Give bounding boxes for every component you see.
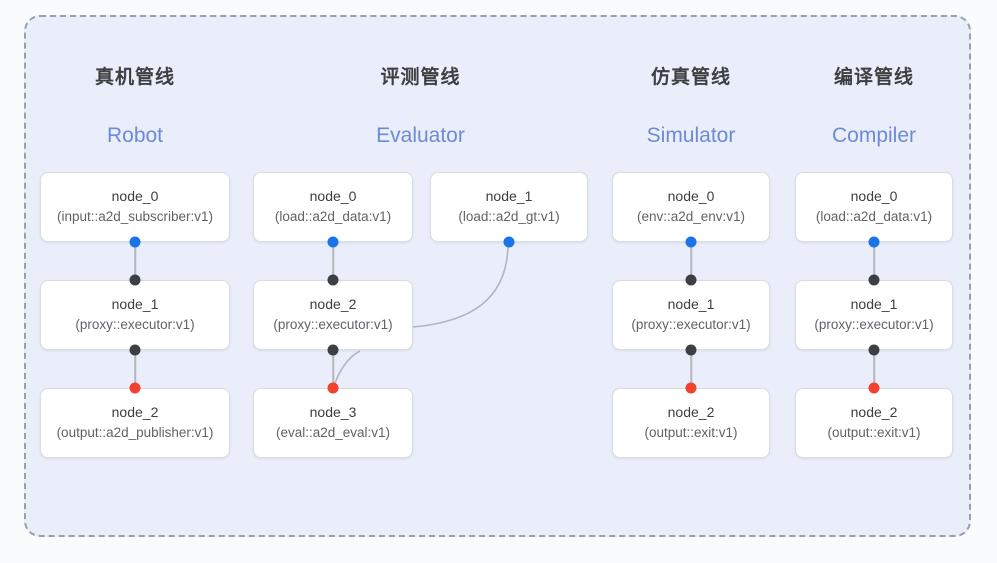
- port-out-evaluator-1-gt[interactable]: [503, 236, 515, 248]
- node-title: node_0: [309, 188, 357, 205]
- node-subtitle: (output::exit:v1): [827, 424, 921, 440]
- node-subtitle: (load::a2d_data:v1): [274, 208, 392, 224]
- port-out-evaluator-2[interactable]: [327, 344, 339, 356]
- node-title: node_0: [850, 188, 898, 205]
- node-simulator-2[interactable]: node_2 (output::exit:v1): [612, 388, 770, 458]
- column-title-en-robot: Robot: [106, 124, 164, 147]
- port-out-compiler-0[interactable]: [868, 236, 880, 248]
- port-in-simulator-1[interactable]: [685, 274, 697, 286]
- node-title: node_1: [850, 296, 898, 313]
- edge-robot-0-1: [134, 242, 136, 282]
- pipeline-overview-panel: [24, 15, 971, 537]
- edge-simulator-0-1: [690, 242, 692, 282]
- port-out-compiler-1[interactable]: [868, 344, 880, 356]
- node-simulator-0[interactable]: node_0 (env::a2d_env:v1): [612, 172, 770, 242]
- node-subtitle: (eval::a2d_eval:v1): [275, 424, 391, 440]
- node-robot-2[interactable]: node_2 (output::a2d_publisher:v1): [40, 388, 230, 458]
- column-title-en-evaluator: Evaluator: [376, 124, 465, 147]
- node-compiler-2[interactable]: node_2 (output::exit:v1): [795, 388, 953, 458]
- port-in-compiler-1[interactable]: [868, 274, 880, 286]
- node-title: node_2: [309, 296, 357, 313]
- node-compiler-0[interactable]: node_0 (load::a2d_data:v1): [795, 172, 953, 242]
- node-simulator-1[interactable]: node_1 (proxy::executor:v1): [612, 280, 770, 350]
- port-in-compiler-2[interactable]: [868, 382, 880, 394]
- column-title-en-compiler: Compiler: [831, 124, 917, 147]
- node-evaluator-3[interactable]: node_3 (eval::a2d_eval:v1): [253, 388, 413, 458]
- port-out-evaluator-0[interactable]: [327, 236, 339, 248]
- port-in-robot-1[interactable]: [129, 274, 141, 286]
- node-title: node_2: [111, 404, 159, 421]
- node-subtitle: (load::a2d_gt:v1): [458, 208, 560, 224]
- port-out-robot-0[interactable]: [129, 236, 141, 248]
- port-in-robot-2[interactable]: [129, 382, 141, 394]
- column-title-cn-evaluator: 评测管线: [380, 67, 461, 88]
- node-subtitle: (proxy::executor:v1): [814, 316, 934, 332]
- node-robot-1[interactable]: node_1 (proxy::executor:v1): [40, 280, 230, 350]
- node-title: node_1: [485, 188, 533, 205]
- node-title: node_0: [111, 188, 159, 205]
- port-in-evaluator-3[interactable]: [327, 382, 339, 394]
- node-title: node_2: [667, 404, 715, 421]
- node-title: node_0: [667, 188, 715, 205]
- node-title: node_3: [309, 404, 357, 421]
- node-robot-0[interactable]: node_0 (input::a2d_subscriber:v1): [40, 172, 230, 242]
- edge-evaluator-0-2: [332, 242, 334, 282]
- column-title-cn-robot: 真机管线: [94, 67, 175, 88]
- edge-compiler-0-1: [873, 242, 875, 282]
- node-subtitle: (input::a2d_subscriber:v1): [56, 208, 214, 224]
- node-subtitle: (proxy::executor:v1): [631, 316, 751, 332]
- port-in-evaluator-2[interactable]: [327, 274, 339, 286]
- column-title-en-simulator: Simulator: [646, 124, 736, 147]
- edge-evaluator-2-3: [332, 350, 334, 390]
- node-evaluator-2[interactable]: node_2 (proxy::executor:v1): [253, 280, 413, 350]
- node-title: node_1: [111, 296, 159, 313]
- port-out-robot-1[interactable]: [129, 344, 141, 356]
- node-subtitle: (output::exit:v1): [644, 424, 738, 440]
- node-subtitle: (output::a2d_publisher:v1): [56, 424, 214, 440]
- node-subtitle: (load::a2d_data:v1): [815, 208, 933, 224]
- column-title-cn-compiler: 编译管线: [833, 67, 914, 88]
- node-evaluator-1-gt[interactable]: node_1 (load::a2d_gt:v1): [430, 172, 588, 242]
- node-evaluator-0[interactable]: node_0 (load::a2d_data:v1): [253, 172, 413, 242]
- edge-compiler-1-2: [873, 350, 875, 390]
- edge-robot-1-2: [134, 350, 136, 390]
- node-title: node_1: [667, 296, 715, 313]
- port-in-simulator-2[interactable]: [685, 382, 697, 394]
- port-out-simulator-1[interactable]: [685, 344, 697, 356]
- port-out-simulator-0[interactable]: [685, 236, 697, 248]
- node-subtitle: (proxy::executor:v1): [273, 316, 393, 332]
- column-title-cn-simulator: 仿真管线: [650, 67, 731, 88]
- node-subtitle: (proxy::executor:v1): [75, 316, 195, 332]
- node-title: node_2: [850, 404, 898, 421]
- node-subtitle: (env::a2d_env:v1): [636, 208, 746, 224]
- node-compiler-1[interactable]: node_1 (proxy::executor:v1): [795, 280, 953, 350]
- edge-simulator-1-2: [690, 350, 692, 390]
